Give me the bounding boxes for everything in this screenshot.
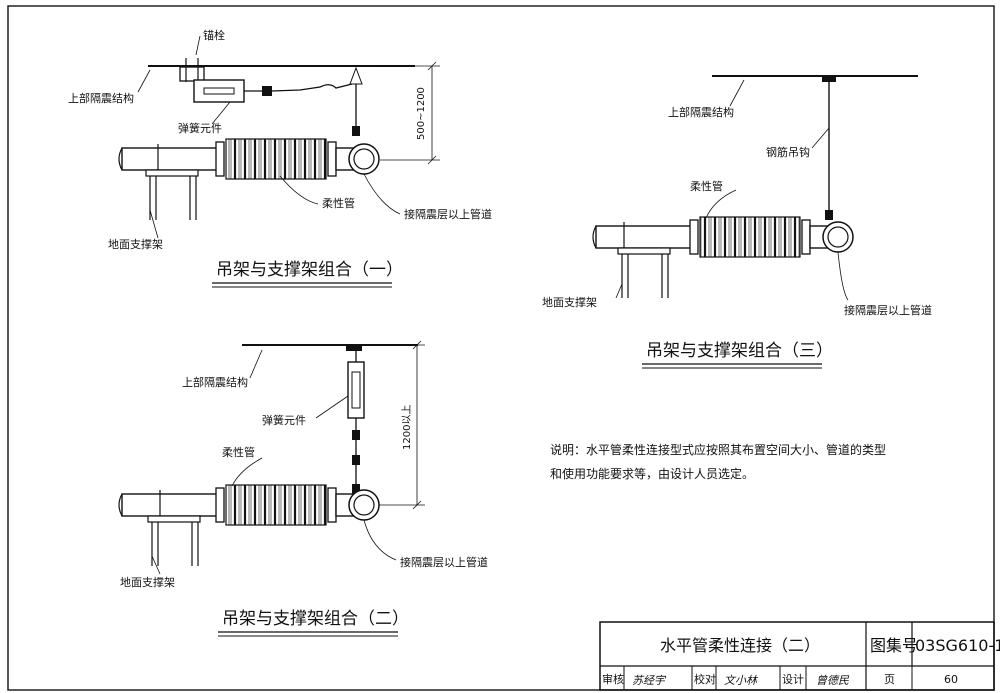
label-ground-support: 地面支撑架 bbox=[120, 575, 175, 589]
label-upper-structure: 上部隔震结构 bbox=[182, 375, 248, 389]
check-signature: 文小林 bbox=[724, 674, 759, 687]
page-label: 页 bbox=[884, 673, 895, 686]
atlas-number: 03SG610-1 bbox=[915, 636, 1000, 655]
spring-element-housing bbox=[347, 361, 365, 419]
label-spring-element: 弹簧元件 bbox=[178, 121, 222, 135]
ground-support-frame bbox=[617, 247, 671, 255]
review-signature: 苏经宇 bbox=[632, 674, 667, 687]
label-spring-element: 弹簧元件 bbox=[262, 413, 306, 427]
caption: 吊架与支撑架组合（一） bbox=[216, 260, 403, 280]
label-steel-hook: 钢筋吊钩 bbox=[766, 145, 810, 159]
flexible-pipe-bellows bbox=[699, 216, 801, 258]
label-flexible-pipe: 柔性管 bbox=[222, 445, 255, 459]
horizontal-pipe bbox=[121, 147, 223, 171]
dimension-label: 1200以上 bbox=[401, 405, 413, 450]
label-upper-structure: 上部隔震结构 bbox=[668, 105, 734, 119]
drawing-title: 水平管柔性连接（二） bbox=[660, 636, 820, 655]
label-flexible-pipe: 柔性管 bbox=[322, 196, 355, 210]
caption: 吊架与支撑架组合（三） bbox=[646, 341, 833, 361]
ground-support-frame bbox=[147, 515, 201, 523]
diagram-hanger-support-combo-3: 上部隔震结构 钢筋吊钩 柔性管 接隔震层以上管道 地面支撑架 吊架与支撑架组合（… bbox=[542, 75, 932, 369]
caption: 吊架与支撑架组合（二） bbox=[222, 609, 409, 629]
ground-support-frame bbox=[145, 169, 199, 177]
anchor-bolt-plate bbox=[179, 66, 205, 82]
design-label: 设计 bbox=[782, 673, 804, 686]
horizontal-pipe bbox=[121, 493, 223, 517]
label-flexible-pipe: 柔性管 bbox=[690, 179, 723, 193]
sheet-border bbox=[7, 5, 995, 691]
note-line-1: 说明：水平管柔性连接型式应按照其布置空间大小、管道的类型 bbox=[550, 442, 886, 457]
check-label: 校对 bbox=[694, 672, 716, 686]
design-signature: 曾德民 bbox=[816, 674, 850, 687]
dimension-label: 500~1200 bbox=[416, 87, 427, 140]
label-to-upper-pipe: 接隔震层以上管道 bbox=[404, 207, 492, 221]
label-upper-structure: 上部隔震结构 bbox=[68, 91, 134, 105]
diagram-hanger-support-combo-2: 1200以上 上部隔震结构 弹簧元件 柔性管 接隔震层以上管道 地面支撑架 吊架… bbox=[118, 340, 488, 637]
flexible-pipe-bellows bbox=[225, 484, 327, 526]
review-label: 审核 bbox=[602, 672, 624, 686]
spring-element-housing bbox=[193, 79, 245, 103]
label-ground-support: 地面支撑架 bbox=[108, 237, 163, 251]
title-block: 水平管柔性连接（二） 图集号 03SG610-1 审核 苏经宇 校对 文小林 设… bbox=[599, 621, 1000, 691]
label-anchor-bolt: 锚栓 bbox=[203, 28, 225, 42]
note-line-2: 和使用功能要求等，由设计人员选定。 bbox=[550, 466, 754, 481]
diagram-hanger-support-combo-1: 500~1200 锚栓 上部隔震结构 弹簧元件 柔性管 接隔震层以上管道 地面支… bbox=[68, 28, 492, 288]
horizontal-pipe bbox=[595, 225, 695, 249]
label-to-upper-pipe: 接隔震层以上管道 bbox=[400, 555, 488, 569]
page-number: 60 bbox=[944, 673, 958, 686]
label-ground-support: 地面支撑架 bbox=[542, 295, 597, 309]
flexible-pipe-bellows bbox=[225, 138, 327, 180]
label-to-upper-pipe: 接隔震层以上管道 bbox=[844, 303, 932, 317]
atlas-label: 图集号 bbox=[870, 636, 918, 655]
